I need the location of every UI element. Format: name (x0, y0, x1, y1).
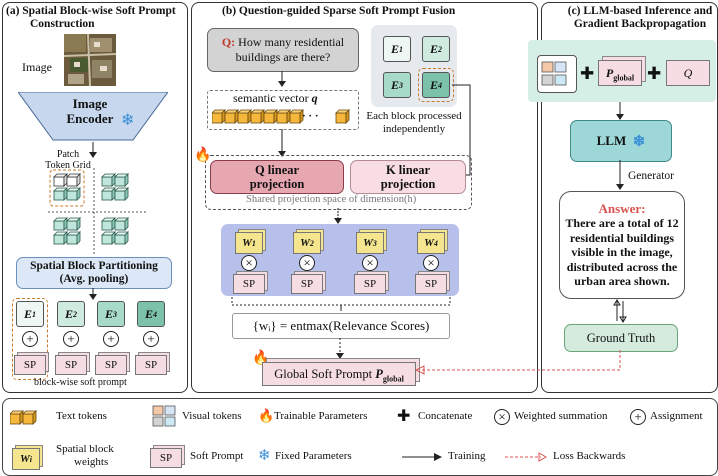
soft-prompt: SP (233, 274, 265, 294)
entmax-formula: {wᵢ} = entmax(Relevance Scores) (232, 313, 450, 339)
image-label: Image (22, 60, 52, 74)
snowflake-icon: ❄ (121, 112, 135, 129)
concatenate-icon: ✚ (647, 64, 662, 83)
arrow-down (89, 288, 97, 300)
question-box: Q: How many residential buildings are th… (207, 28, 359, 72)
weighted-sum-icon: × (241, 255, 257, 271)
dotted-bracket (231, 297, 451, 311)
semantic-vector-box (207, 90, 359, 130)
soft-prompt: SP (135, 355, 167, 375)
q-box: Q (666, 60, 710, 86)
fire-icon: 🔥 (258, 408, 275, 423)
weighted-sum-icon: × (299, 255, 315, 271)
ground-truth-box: Ground Truth (564, 324, 678, 352)
arrow-down (616, 160, 624, 190)
snowflake-icon: ❄ (632, 133, 646, 150)
legend-spatial-weights: Spatial block weights (56, 443, 114, 468)
compare-arrows (613, 299, 627, 323)
assign-icon: + (630, 409, 646, 425)
semantic-vector-label: semantic vector q (233, 91, 318, 105)
q-linear-projection: Q linear projection (210, 160, 344, 194)
soft-prompt: SP (14, 355, 46, 375)
encoder-label: Image Encoder (66, 96, 114, 126)
block-highlight (12, 298, 48, 380)
text-tokens-icon (212, 109, 350, 124)
arrow-down (334, 208, 342, 224)
assign-icon: + (143, 331, 159, 347)
soft-prompt: SP (95, 355, 127, 375)
llm-box: LLM ❄ (570, 120, 672, 162)
weighted-sum-icon: × (494, 409, 510, 425)
legend-visual-tokens: Visual tokens (182, 410, 242, 422)
ellipsis: · · · (302, 110, 319, 122)
soft-prompt: SP (55, 355, 87, 375)
k-linear-projection: K linear projection (350, 160, 466, 194)
legend-assignment: Assignment (650, 410, 703, 422)
concatenate-icon: ✚ (397, 408, 411, 425)
image-encoder (18, 92, 168, 141)
soft-prompt: SP (291, 274, 323, 294)
legend-training: Training (448, 450, 486, 462)
loss-backward-arrow (414, 350, 621, 375)
blocks-caption: Each block processed independently (366, 110, 462, 135)
snowflake-icon: ❄ (258, 448, 271, 464)
soft-prompt-icon: SP (150, 448, 182, 468)
block-soft-prompt-caption: block-wise soft prompt (34, 377, 127, 388)
legend-trainable: Trainable Parameters (274, 410, 368, 422)
assign-icon: + (103, 331, 119, 347)
arrow-down (336, 338, 344, 359)
panel-b-title: (b) Question-guided Sparse Soft Prompt F… (222, 5, 456, 17)
legend-weighted-sum: Weighted summation (514, 410, 608, 422)
p-global-box: Pglobal (598, 60, 642, 86)
global-soft-prompt: Global Soft Prompt Pglobal (262, 362, 416, 386)
panel-c-title: (c) LLM-based Inference and Gradient Bac… (567, 5, 713, 30)
patch-grid-label: Patch Token Grid (45, 149, 91, 171)
soft-prompt: SP (415, 274, 447, 294)
assign-icon: + (22, 331, 38, 347)
aerial-image (64, 34, 116, 86)
concatenate-icon: ✚ (580, 64, 595, 83)
legend-concatenate: Concatenate (418, 410, 473, 422)
shared-space-caption: Shared projection space of dimension(h) (246, 194, 417, 205)
visual-group (537, 55, 577, 93)
weighted-sum-icon: × (362, 255, 378, 271)
loss-arrow (505, 452, 547, 462)
arrow-down (89, 142, 97, 158)
weighted-sum-icon: × (423, 255, 439, 271)
visual-tokens-icon (152, 405, 176, 427)
assign-icon: + (63, 331, 79, 347)
text-tokens-icon (10, 410, 37, 425)
arrow-down (278, 71, 286, 87)
generator-label: Generator (628, 170, 674, 182)
panel-a-title: (a) Spatial Block-wise Soft Prompt Const… (6, 5, 176, 30)
legend-text-tokens: Text tokens (56, 410, 107, 422)
arrow-down (616, 102, 624, 120)
legend-soft-prompt: Soft Prompt (190, 450, 244, 462)
answer-box: Answer: There are a total of 12 resident… (559, 191, 685, 299)
training-arrow (402, 453, 442, 461)
patch-token-grid (48, 168, 148, 254)
visual-tokens-icon (541, 61, 567, 86)
legend-fixed: Fixed Parameters (275, 450, 352, 462)
spatial-partition-box: Spatial Block Partitioning (Avg. pooling… (16, 257, 172, 289)
soft-prompt: SP (354, 274, 386, 294)
arrow-down (278, 129, 286, 157)
legend-loss: Loss Backwards (553, 450, 626, 462)
fire-icon: 🔥 (194, 148, 212, 163)
